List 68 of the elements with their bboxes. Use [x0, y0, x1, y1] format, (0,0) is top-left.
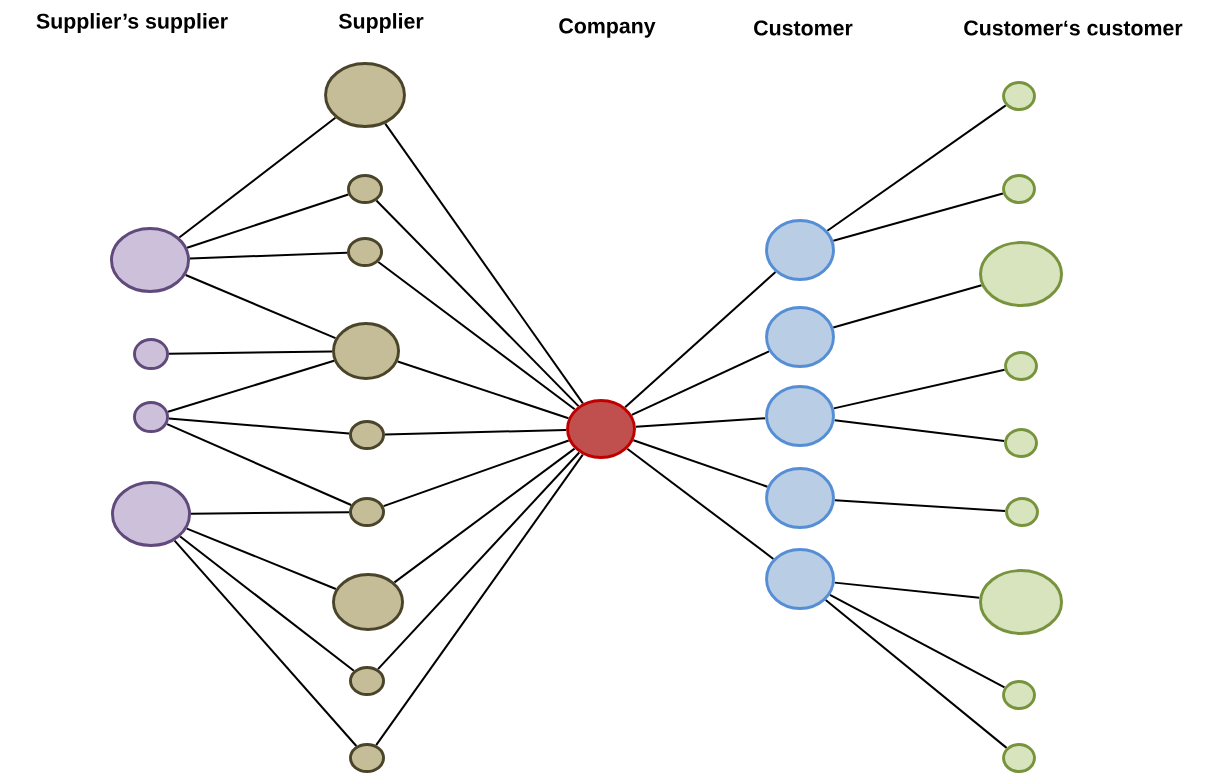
ellipse-node [979, 569, 1063, 635]
connector-line [375, 453, 584, 747]
connector-line [624, 271, 777, 409]
connector-line [393, 447, 576, 584]
ellipse-node [765, 306, 835, 368]
ellipse-node [324, 62, 406, 128]
ellipse-node [349, 666, 385, 696]
connector-line [377, 451, 581, 671]
connector-line [179, 535, 355, 672]
ellipse-node [765, 385, 835, 447]
ellipse-node [1004, 428, 1038, 458]
ellipse-node [765, 548, 835, 610]
ellipse-node [1002, 743, 1036, 773]
connector-line [384, 122, 584, 405]
connector-line [178, 116, 337, 239]
column-heading: Supplier [338, 13, 424, 33]
connector-line [188, 251, 349, 260]
connector-line [832, 368, 1006, 410]
ellipse-node [347, 174, 383, 204]
ellipse-node [1002, 680, 1036, 710]
connector-line [824, 599, 1008, 749]
ellipse-node [1004, 351, 1038, 381]
column-heading: Company [559, 18, 656, 38]
ellipse-node [332, 573, 404, 631]
ellipse-node [1002, 174, 1036, 204]
connector-line [832, 284, 983, 329]
connector-line [185, 527, 337, 590]
connector-line [384, 428, 568, 436]
connector-line [630, 350, 771, 416]
ellipse-node [133, 401, 169, 433]
connector-line [167, 417, 351, 435]
connector-line [173, 539, 358, 747]
ellipse-node [332, 322, 400, 380]
connector-line [634, 417, 767, 428]
ellipse-node [1005, 497, 1039, 527]
connector-line [167, 359, 336, 413]
ellipse-node [110, 227, 190, 293]
ellipse-node [347, 237, 383, 267]
ellipse-node [566, 399, 636, 459]
connector-line [166, 423, 353, 506]
ellipse-node [133, 338, 169, 370]
column-heading: Customer‘s customer [964, 20, 1183, 36]
ellipse-node [979, 241, 1063, 307]
ellipse-node [111, 481, 191, 547]
connector-line [833, 581, 981, 599]
connector-line [826, 104, 1007, 232]
connector-line [632, 439, 769, 488]
ellipse-node [349, 743, 385, 773]
column-heading: Customer [754, 20, 853, 36]
ellipse-node [349, 497, 385, 527]
connector-line [375, 199, 580, 408]
column-heading: Supplier’s supplier [36, 13, 228, 33]
connector-line [168, 350, 333, 355]
connector-line [184, 274, 337, 340]
connector-line [396, 360, 570, 420]
connector-line [833, 419, 1006, 442]
connector-line [186, 193, 350, 249]
ellipse-node [765, 467, 835, 529]
connector-line [382, 439, 570, 508]
connector-line [626, 447, 775, 560]
connector-line [829, 593, 1006, 689]
connector-line [833, 499, 1007, 512]
connector-line [377, 261, 576, 411]
connector-line [832, 192, 1004, 242]
ellipse-node [765, 219, 835, 281]
ellipse-node [349, 420, 385, 450]
ellipse-node [1002, 81, 1036, 111]
connector-line [190, 511, 350, 515]
